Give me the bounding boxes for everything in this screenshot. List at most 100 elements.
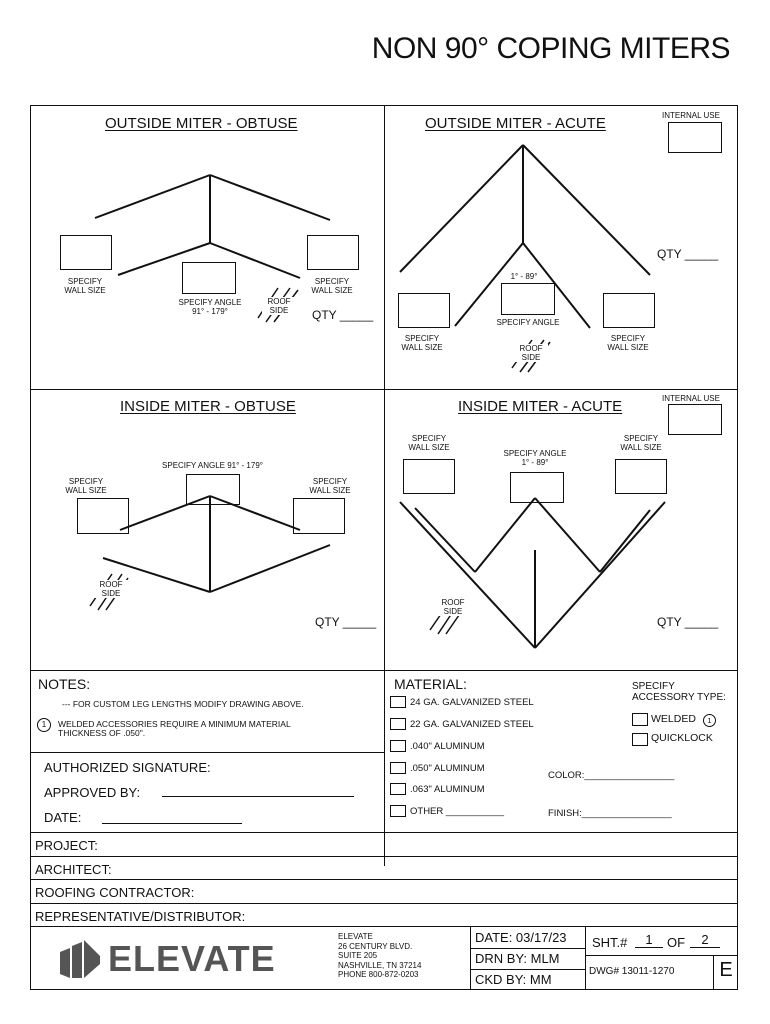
angle-box[interactable] (501, 283, 555, 315)
date-line[interactable] (102, 823, 242, 824)
angle-range-label: 1° - 89° (504, 272, 544, 281)
note-custom-legs: --- FOR CUSTOM LEG LENGTHS MODIFY DRAWIN… (62, 699, 304, 709)
elevate-logo-icon (58, 938, 102, 980)
specify-wall-size-label: SPECIFY WALL SIZE (309, 477, 351, 495)
roofing-contractor-label: ROOFING CONTRACTOR: (35, 885, 195, 900)
checked-by: CKD BY: MM (475, 972, 552, 987)
specify-angle-label: SPECIFY ANGLE (496, 318, 560, 327)
qty-field[interactable]: QTY _____ (657, 247, 719, 261)
notes-heading: NOTES: (38, 676, 91, 692)
sheet-number: 1 (635, 932, 663, 948)
approved-by-label: APPROVED BY: (44, 785, 141, 800)
sheet-total: 2 (690, 932, 720, 948)
welded-marker-icon: 1 (703, 714, 716, 727)
welded-label: WELDED (651, 713, 696, 725)
angle-box[interactable] (186, 474, 240, 505)
quicklock-label: QUICKLOCK (651, 732, 713, 744)
specify-wall-size-label: SPECIFY WALL SIZE (64, 277, 106, 295)
logo-wordmark: ELEVATE (108, 938, 276, 979)
row-divider (31, 879, 737, 880)
angle-box[interactable] (510, 472, 564, 503)
panel-title-inside-obtuse: INSIDE MITER - OBTUSE (120, 398, 296, 415)
notes-divider (31, 670, 737, 671)
qty-field[interactable]: QTY _____ (315, 615, 377, 629)
roof-side-label: ROOF SIDE (94, 580, 128, 598)
specify-wall-size-label: SPECIFY WALL SIZE (607, 334, 649, 352)
wall-size-box-left[interactable] (403, 459, 455, 494)
representative-label: REPRESENTATIVE/DISTRIBUTOR: (35, 909, 246, 924)
specify-angle-label: SPECIFY ANGLE 91° - 179° (162, 461, 263, 470)
internal-use-label: INTERNAL USE (662, 111, 720, 120)
material-checkbox[interactable] (390, 805, 406, 817)
signature-divider (31, 752, 384, 753)
drawn-by: DRN BY: MLM (475, 951, 560, 966)
material-option: .050" ALUMINUM (410, 763, 485, 774)
row-divider (31, 903, 737, 904)
color-field[interactable]: COLOR:_________________ (548, 770, 675, 781)
accessory-type-heading: SPECIFY ACCESSORY TYPE: (632, 681, 726, 703)
internal-use-box (668, 404, 722, 435)
authorized-signature-label: AUTHORIZED SIGNATURE: (44, 760, 211, 775)
material-checkbox[interactable] (390, 762, 406, 774)
wall-size-box-left[interactable] (60, 235, 112, 270)
roof-side-label: ROOF SIDE (514, 344, 548, 362)
cell-divider (470, 948, 585, 949)
panel-title-inside-acute: INSIDE MITER - ACUTE (458, 398, 623, 415)
material-heading: MATERIAL: (394, 676, 467, 692)
material-checkbox[interactable] (390, 783, 406, 795)
roof-side-label: ROOF SIDE (262, 297, 296, 315)
quicklock-checkbox[interactable] (632, 733, 648, 746)
project-divider (31, 832, 737, 833)
material-option: .063" ALUMINUM (410, 784, 485, 795)
specify-wall-size-label: SPECIFY WALL SIZE (408, 434, 450, 452)
panel-title-outside-obtuse: OUTSIDE MITER - OBTUSE (105, 115, 298, 132)
material-option: 24 GA. GALVANIZED STEEL (410, 697, 534, 708)
qty-field[interactable]: QTY _____ (312, 308, 374, 322)
cell-divider (470, 969, 585, 970)
wall-size-box-left[interactable] (77, 498, 129, 534)
finish-field[interactable]: FINISH:_________________ (548, 808, 672, 819)
wall-size-box-right[interactable] (307, 235, 359, 270)
panel-title-outside-acute: OUTSIDE MITER - ACUTE (425, 115, 606, 132)
material-option: 22 GA. GALVANIZED STEEL (410, 719, 534, 730)
specify-wall-size-label: SPECIFY WALL SIZE (620, 434, 662, 452)
cell-divider (470, 926, 471, 990)
date-value: DATE: 03/17/23 (475, 930, 567, 945)
angle-box[interactable] (182, 262, 236, 294)
wall-size-box-right[interactable] (615, 459, 667, 494)
project-label: PROJECT: (35, 838, 98, 853)
specify-wall-size-label: SPECIFY WALL SIZE (65, 477, 107, 495)
row-divider (31, 856, 737, 857)
note-marker-icon: 1 (37, 718, 51, 732)
material-checkbox[interactable] (390, 696, 406, 708)
wall-size-box-right[interactable] (293, 498, 345, 534)
cell-divider (585, 926, 586, 990)
company-address: ELEVATE 26 CENTURY BLVD. SUITE 205 NASHV… (338, 932, 422, 979)
note-welded-accessories: WELDED ACCESSORIES REQUIRE A MINIMUM MAT… (58, 719, 291, 738)
internal-use-box (668, 122, 722, 153)
material-checkbox[interactable] (390, 718, 406, 730)
cell-divider (713, 955, 714, 990)
welded-checkbox[interactable] (632, 713, 648, 726)
center-divider (384, 106, 385, 866)
revision-letter: E (719, 959, 733, 981)
row-divider (31, 926, 737, 927)
specify-angle-label: SPECIFY ANGLE 91° - 179° (178, 298, 242, 316)
specify-wall-size-label: SPECIFY WALL SIZE (311, 277, 353, 295)
mid-divider (31, 389, 737, 390)
approved-by-line[interactable] (162, 796, 354, 797)
specify-wall-size-label: SPECIFY WALL SIZE (401, 334, 443, 352)
material-option: OTHER ___________ (410, 806, 505, 817)
wall-size-box-right[interactable] (603, 293, 655, 328)
roof-side-label: ROOF SIDE (436, 598, 470, 616)
wall-size-box-left[interactable] (398, 293, 450, 328)
specify-angle-label: SPECIFY ANGLE 1° - 89° (503, 449, 567, 467)
page-title: NON 90° COPING MITERS (371, 32, 731, 65)
sheet-of: OF (667, 935, 686, 950)
drawing-number: DWG# 13011-1270 (589, 966, 675, 977)
material-checkbox[interactable] (390, 740, 406, 752)
architect-label: ARCHITECT: (35, 862, 112, 877)
material-option: .040" ALUMINUM (410, 741, 485, 752)
sheet-prefix: SHT.# (592, 935, 628, 950)
qty-field[interactable]: QTY _____ (657, 615, 719, 629)
